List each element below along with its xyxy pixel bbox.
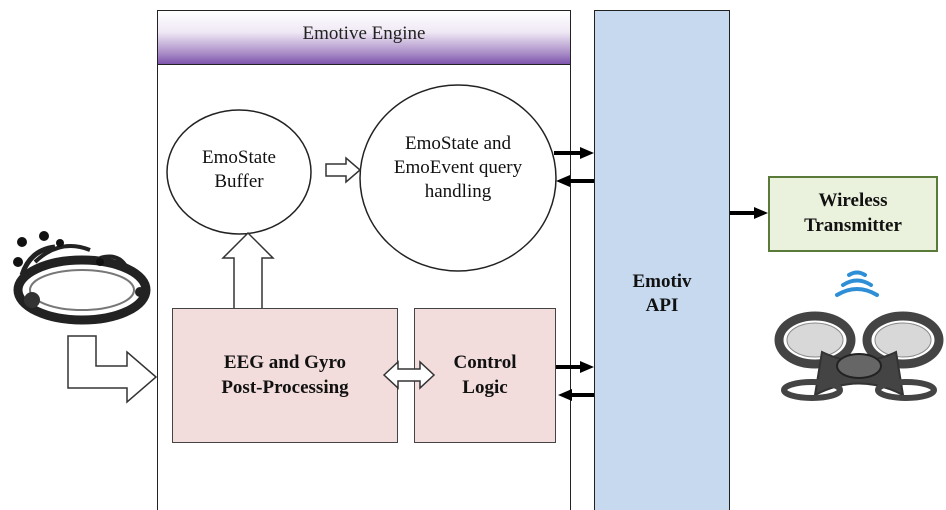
query-handling-label: EmoState and EmoEvent query handling [393, 133, 523, 202]
emostate-buffer-label: EmoState Buffer [202, 147, 276, 192]
emotiv-api-block [594, 10, 730, 510]
api-to-wireless-arrow [730, 207, 768, 219]
quadcopter-drone-icon [774, 311, 944, 401]
buffer-to-query-arrow [325, 156, 362, 184]
eeg-headset-icon [13, 231, 151, 325]
emotiv-api-label: Emotiv API [632, 271, 692, 316]
headset-input-arrow [67, 335, 158, 404]
wireless-transmitter-box: Wireless Transmitter [768, 176, 938, 252]
emostate-buffer-circle [166, 109, 312, 235]
control-api-arrows [556, 361, 594, 401]
eeg-gyro-postprocessing-label: EEG and Gyro Post-Processing [221, 351, 349, 398]
query-handling-circle [359, 84, 557, 272]
wireless-signal-icon [835, 270, 879, 297]
eeg-control-double-arrow [382, 360, 436, 390]
eeg-to-buffer-arrow [221, 231, 275, 308]
control-logic-label: Control Logic [453, 351, 517, 398]
query-api-arrows [554, 147, 594, 187]
control-logic-box: Control Logic [414, 308, 556, 443]
emotive-engine-title: Emotive Engine [157, 10, 571, 65]
wireless-transmitter-label: Wireless Transmitter [804, 190, 902, 236]
